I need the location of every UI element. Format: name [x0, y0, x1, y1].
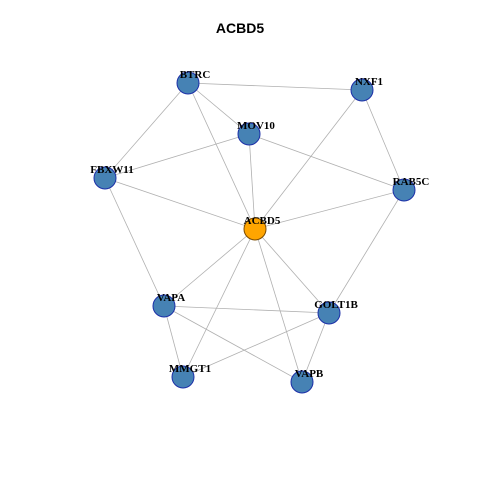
edge-fbxw11-acbd5: [104, 177, 256, 230]
node-circle-rab5c[interactable]: [392, 178, 416, 202]
edge-vapa-vapb: [163, 305, 303, 383]
edge-mov10-rab5c: [248, 133, 405, 191]
edge-btrc-fbxw11: [104, 82, 189, 179]
node-circle-golt1b[interactable]: [317, 301, 341, 325]
node-label-nxf1: NXF1: [355, 76, 383, 88]
edge-nxf1-acbd5: [254, 89, 363, 230]
node-label-mmgt1: MMGT1: [169, 363, 211, 375]
edge-btrc-acbd5: [187, 82, 256, 230]
node-vapa[interactable]: VAPA: [152, 292, 185, 318]
edge-acbd5-vapb: [254, 228, 303, 383]
node-mov10[interactable]: MOV10: [237, 120, 275, 146]
edge-vapa-mmgt1: [163, 305, 184, 378]
node-acbd5[interactable]: ACBD5: [243, 215, 281, 241]
node-circle-mov10[interactable]: [237, 122, 261, 146]
edge-acbd5-mmgt1: [182, 228, 256, 378]
node-circle-acbd5[interactable]: [243, 217, 267, 241]
edge-golt1b-mmgt1: [182, 312, 330, 378]
edge-mov10-acbd5: [248, 133, 256, 230]
node-circle-btrc[interactable]: [176, 71, 200, 95]
edge-btrc-mov10: [187, 82, 250, 135]
node-label-acbd5: ACBD5: [244, 215, 281, 227]
node-label-golt1b: GOLT1B: [314, 299, 358, 311]
node-circle-vapb[interactable]: [290, 370, 314, 394]
node-rab5c[interactable]: RAB5C: [392, 176, 430, 202]
edge-fbxw11-vapa: [104, 177, 165, 307]
edge-mov10-fbxw11: [104, 133, 250, 179]
edge-acbd5-vapa: [163, 228, 256, 307]
node-circle-mmgt1[interactable]: [171, 365, 195, 389]
node-circle-vapa[interactable]: [152, 294, 176, 318]
edge-golt1b-vapb: [301, 312, 330, 383]
node-circle-fbxw11[interactable]: [93, 166, 117, 190]
node-label-rab5c: RAB5C: [393, 176, 430, 188]
edge-btrc-nxf1: [187, 82, 363, 91]
edge-acbd5-golt1b: [254, 228, 330, 314]
node-btrc[interactable]: BTRC: [176, 69, 211, 95]
graph-title: ACBD5: [215, 20, 265, 36]
node-label-mov10: MOV10: [237, 120, 275, 132]
edge-nxf1-rab5c: [361, 89, 405, 191]
node-fbxw11[interactable]: FBXW11: [90, 164, 134, 190]
node-label-fbxw11: FBXW11: [90, 164, 133, 176]
node-label-btrc: BTRC: [180, 69, 211, 81]
node-label-vapa: VAPA: [157, 292, 185, 304]
edge-rab5c-golt1b: [328, 189, 405, 314]
node-mmgt1[interactable]: MMGT1: [169, 363, 211, 389]
edge-rab5c-acbd5: [254, 189, 405, 230]
edge-vapa-golt1b: [163, 305, 330, 314]
node-vapb[interactable]: VAPB: [290, 368, 324, 394]
edge-layer: [104, 82, 405, 383]
node-golt1b[interactable]: GOLT1B: [314, 299, 358, 325]
node-nxf1[interactable]: NXF1: [350, 76, 383, 102]
node-circle-nxf1[interactable]: [350, 78, 374, 102]
node-label-vapb: VAPB: [295, 368, 324, 380]
